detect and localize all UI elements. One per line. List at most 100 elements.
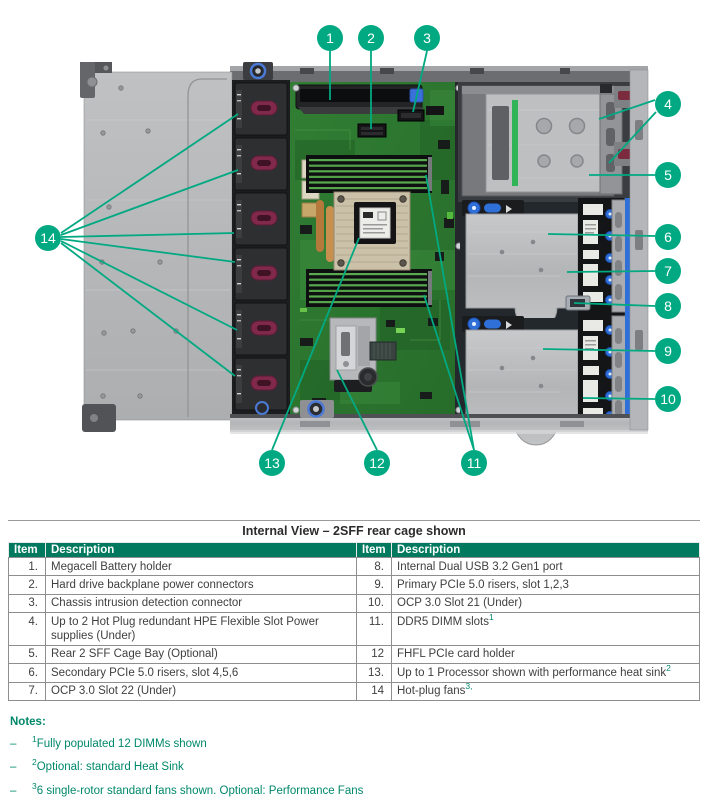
- intrusion-detection-connector: [397, 106, 444, 122]
- description-cell: FHFL PCIe card holder: [391, 644, 700, 665]
- callout-leader-line: [60, 113, 239, 234]
- callout-leader-line: [425, 174, 475, 451]
- item-cell: 5.: [8, 644, 46, 665]
- description-cell: Hard drive backplane power connectors: [45, 575, 357, 595]
- svg-text:9: 9: [664, 343, 672, 359]
- fan-module: [234, 82, 288, 136]
- description-cell: Secondary PCIe 5.0 risers, slot 4,5,6: [45, 663, 357, 683]
- notes-label: Notes:: [10, 716, 46, 728]
- thumbscrew-top: [243, 62, 273, 80]
- svg-text:8: 8: [664, 298, 672, 314]
- callout-2: 2: [358, 25, 384, 51]
- riser-cage-secondary: [459, 197, 631, 330]
- item-cell: 10.: [356, 593, 392, 614]
- callout-4: 4: [655, 91, 681, 117]
- svg-text:10: 10: [660, 391, 676, 407]
- column-header: Description: [45, 542, 357, 558]
- fan-module: [234, 192, 288, 246]
- description-cell: Hot-plug fans3,: [391, 681, 700, 702]
- chassis-ear-top-left: [80, 62, 112, 98]
- callout-leader-line: [423, 294, 475, 451]
- description-cell: Primary PCIe 5.0 risers, slot 1,2,3: [391, 575, 700, 595]
- fan-module: [234, 302, 288, 356]
- description-cell: Up to 2 Hot Plug redundant HPE Flexible …: [45, 612, 357, 646]
- callout-3: 3: [414, 25, 440, 51]
- cage-green-rail: [512, 100, 518, 186]
- callout-6: 6: [655, 224, 681, 250]
- front-cover-plate: [83, 71, 233, 421]
- callout-leader-line: [598, 99, 656, 120]
- svg-text:7: 7: [664, 263, 672, 279]
- callout-leader-line: [60, 232, 235, 238]
- callout-leader-line: [547, 233, 656, 237]
- description-cell: Megacell Battery holder: [45, 556, 357, 577]
- callout-leader-line: [412, 50, 428, 113]
- svg-text:3: 3: [423, 30, 431, 46]
- callout-7: 7: [655, 258, 681, 284]
- fan-module: [234, 137, 288, 191]
- heat-pipe: [316, 200, 324, 252]
- svg-text:2: 2: [367, 30, 375, 46]
- item-cell: 8.: [356, 556, 392, 577]
- callout-leader-line: [608, 111, 657, 164]
- item-cell: 12: [356, 644, 392, 665]
- svg-text:12: 12: [369, 455, 385, 471]
- sff-rear-cage: [458, 82, 630, 202]
- svg-text:11: 11: [467, 455, 482, 471]
- callout-leader-line: [60, 238, 236, 263]
- item-cell: 14: [356, 681, 392, 702]
- description-cell: Rear 2 SFF Cage Bay (Optional): [45, 644, 357, 665]
- svg-text:5: 5: [664, 167, 672, 183]
- chassis-ear-bottom-left: [82, 404, 116, 432]
- description-cell: DDR5 DIMM slots1: [391, 612, 700, 646]
- callout-13: 13: [259, 450, 285, 476]
- column-header: Item: [8, 542, 46, 558]
- callout-leader-line: [566, 270, 656, 273]
- callout-leader-line: [60, 242, 236, 377]
- svg-text:6: 6: [664, 229, 672, 245]
- description-cell: Up to 1 Processor shown with performance…: [391, 663, 700, 683]
- item-cell: 7.: [8, 681, 46, 702]
- table-title: Internal View – 2SFF rear cage shown: [242, 524, 466, 538]
- chassis-bottom-rail: [230, 414, 648, 434]
- callout-1: 1: [317, 25, 343, 51]
- item-cell: 11.: [356, 612, 392, 646]
- cpu-heatsink: [333, 191, 411, 271]
- column-header: Description: [391, 542, 700, 558]
- item-cell: 4.: [8, 612, 46, 646]
- description-cell: Chassis intrusion detection connector: [45, 593, 357, 614]
- svg-text:13: 13: [264, 455, 280, 471]
- svg-text:4: 4: [664, 96, 672, 112]
- callout-11: 11: [461, 450, 487, 476]
- item-cell: 2.: [8, 575, 46, 595]
- callout-leader-line: [542, 348, 656, 352]
- item-cell: 1.: [8, 556, 46, 577]
- item-cell: 3.: [8, 593, 46, 614]
- callout-9: 9: [655, 338, 681, 364]
- note-item: –36 single-rotor standard fans shown. Op…: [10, 780, 364, 797]
- note-item: –2Optional: standard Heat Sink: [10, 757, 184, 774]
- callout-leader-line: [336, 369, 378, 451]
- item-cell: 13.: [356, 663, 392, 683]
- table-row: 4.Up to 2 Hot Plug redundant HPE Flexibl…: [8, 612, 700, 646]
- item-cell: 9.: [356, 575, 392, 595]
- item-cell: 6.: [8, 663, 46, 683]
- fan-module: [234, 247, 288, 301]
- column-header: Item: [356, 542, 392, 558]
- note-item: –1Fully populated 12 DIMMs shown: [10, 734, 207, 750]
- description-cell: OCP 3.0 Slot 22 (Under): [45, 681, 357, 702]
- description-cell: Internal Dual USB 3.2 Gen1 port: [391, 556, 700, 577]
- dimm-bank-top: [306, 155, 432, 193]
- heat-pipe: [326, 206, 334, 262]
- callout-leader-line: [573, 302, 656, 307]
- divider: [8, 520, 700, 521]
- callout-5: 5: [655, 162, 681, 188]
